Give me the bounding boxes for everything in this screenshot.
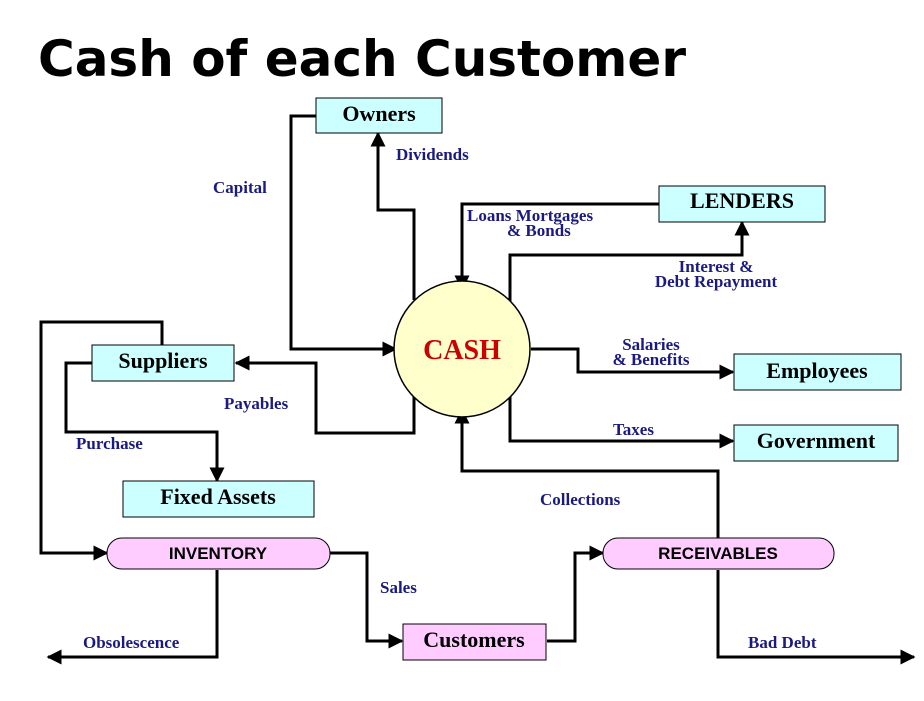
capital-arrow [289, 114, 398, 357]
purchase-arrow [64, 361, 225, 483]
obsolescence-arrow [46, 570, 219, 665]
owners-node: Owners [315, 97, 443, 134]
government-box [733, 424, 899, 462]
customers-label: Customers [423, 627, 525, 652]
fixed-assets-label: Fixed Assets [160, 484, 276, 509]
suppliers-box [91, 344, 235, 382]
receivables-node: RECEIVABLES [602, 537, 835, 570]
salaries-arrow [531, 347, 735, 380]
fixed-assets-node: Fixed Assets [122, 480, 315, 518]
owners-box [315, 97, 443, 134]
cash-label: CASH [423, 335, 501, 366]
lenders-label: LENDERS [690, 188, 794, 213]
salaries-label-line2: & Benefits [613, 350, 690, 369]
sales-label: Sales [380, 578, 417, 597]
cash-node: CASH [393, 280, 531, 418]
receivables-pill [602, 537, 835, 570]
customers-node: Customers [402, 623, 547, 661]
suppliers-node: Suppliers [91, 344, 235, 382]
inventory-pill [106, 537, 331, 570]
suppliers-label: Suppliers [118, 348, 208, 373]
payables-arrow [234, 355, 416, 435]
suppliers-to-inventory-arrow [39, 320, 164, 561]
connectors [39, 114, 916, 665]
customers-to-receivables-arrow [547, 545, 605, 643]
employees-label: Employees [766, 358, 868, 383]
flow-labels: Capital Dividends Loans Mortgages & Bond… [76, 145, 817, 652]
taxes-label: Taxes [613, 420, 654, 439]
fixed-assets-box [122, 480, 315, 518]
inventory-node: INVENTORY [106, 537, 331, 570]
employees-node: Employees [733, 353, 902, 391]
purchase-label: Purchase [76, 434, 143, 453]
customers-box [402, 623, 547, 661]
capital-label: Capital [213, 178, 267, 197]
dividends-label: Dividends [396, 145, 469, 164]
bad-debt-label: Bad Debt [748, 633, 817, 652]
inventory-label: INVENTORY [169, 544, 268, 563]
employees-box [733, 353, 902, 391]
cash-circle [393, 280, 531, 418]
government-node: Government [733, 424, 899, 462]
collections-arrow [454, 408, 720, 538]
owners-label: Owners [342, 101, 416, 126]
collections-label: Collections [540, 490, 621, 509]
receivables-label: RECEIVABLES [658, 544, 778, 563]
dividends-arrow [370, 131, 416, 300]
lenders-node: LENDERS [658, 185, 826, 223]
loans-label-line2: & Bonds [507, 221, 571, 240]
interest-arrow [508, 220, 750, 306]
taxes-arrow [508, 392, 735, 449]
bad-debt-arrow [716, 570, 916, 665]
loans-label-line1: Loans Mortgages [467, 206, 593, 225]
interest-label-line2: Debt Repayment [655, 272, 778, 291]
government-label: Government [757, 428, 876, 453]
salaries-label-line1: Salaries [622, 335, 680, 354]
obsolescence-label: Obsolescence [83, 633, 180, 652]
payables-label: Payables [224, 394, 289, 413]
loans-arrow [454, 202, 659, 291]
page-title: Cash of each Customer [38, 30, 686, 88]
lenders-box [658, 185, 826, 223]
interest-label-line1: Interest & [679, 257, 754, 276]
sales-arrow [330, 551, 404, 649]
